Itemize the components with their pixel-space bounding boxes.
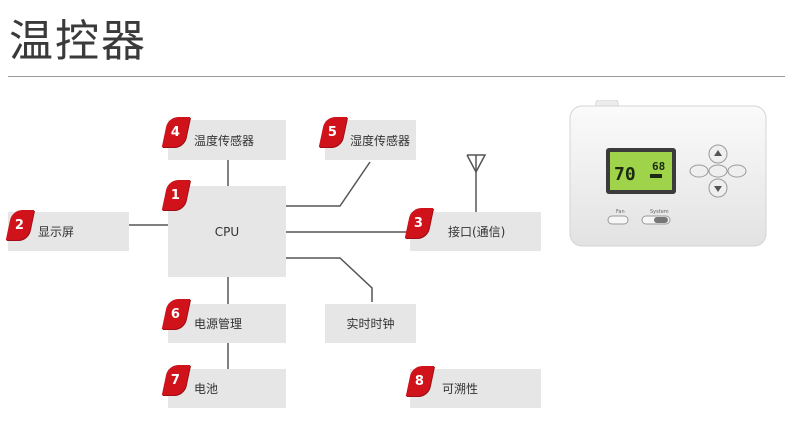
box-cpu: CPU: [168, 186, 286, 277]
line-cpu-clock: [286, 257, 373, 302]
label-display: 显示屏: [38, 225, 75, 239]
thermostat-image: 70 68 Fan System: [568, 99, 768, 250]
box-real-time-clock: 实时时钟: [325, 304, 416, 343]
line-humidity-cpu: [286, 161, 371, 207]
lcd-temperature: 70: [614, 164, 636, 185]
label-temperature-sensor: 温度传感器: [194, 133, 255, 148]
fan-switch-label: Fan: [616, 209, 625, 215]
box-interface: 接口(通信): [410, 212, 541, 251]
lcd-setpoint: 68: [652, 160, 665, 173]
label-cpu: CPU: [214, 224, 240, 239]
title-divider: [8, 76, 785, 77]
label-interface: 接口(通信): [448, 225, 506, 239]
page-title: 温控器: [9, 16, 147, 67]
system-switch-label: System: [650, 209, 669, 215]
label-battery: 电池: [194, 382, 219, 396]
label-humidity-sensor: 湿度传感器: [350, 133, 411, 148]
box-battery: 电池: [168, 369, 286, 408]
label-traceability: 可溯性: [442, 382, 479, 396]
label-real-time-clock: 实时时钟: [346, 317, 395, 331]
label-power-management: 电源管理: [194, 317, 243, 331]
